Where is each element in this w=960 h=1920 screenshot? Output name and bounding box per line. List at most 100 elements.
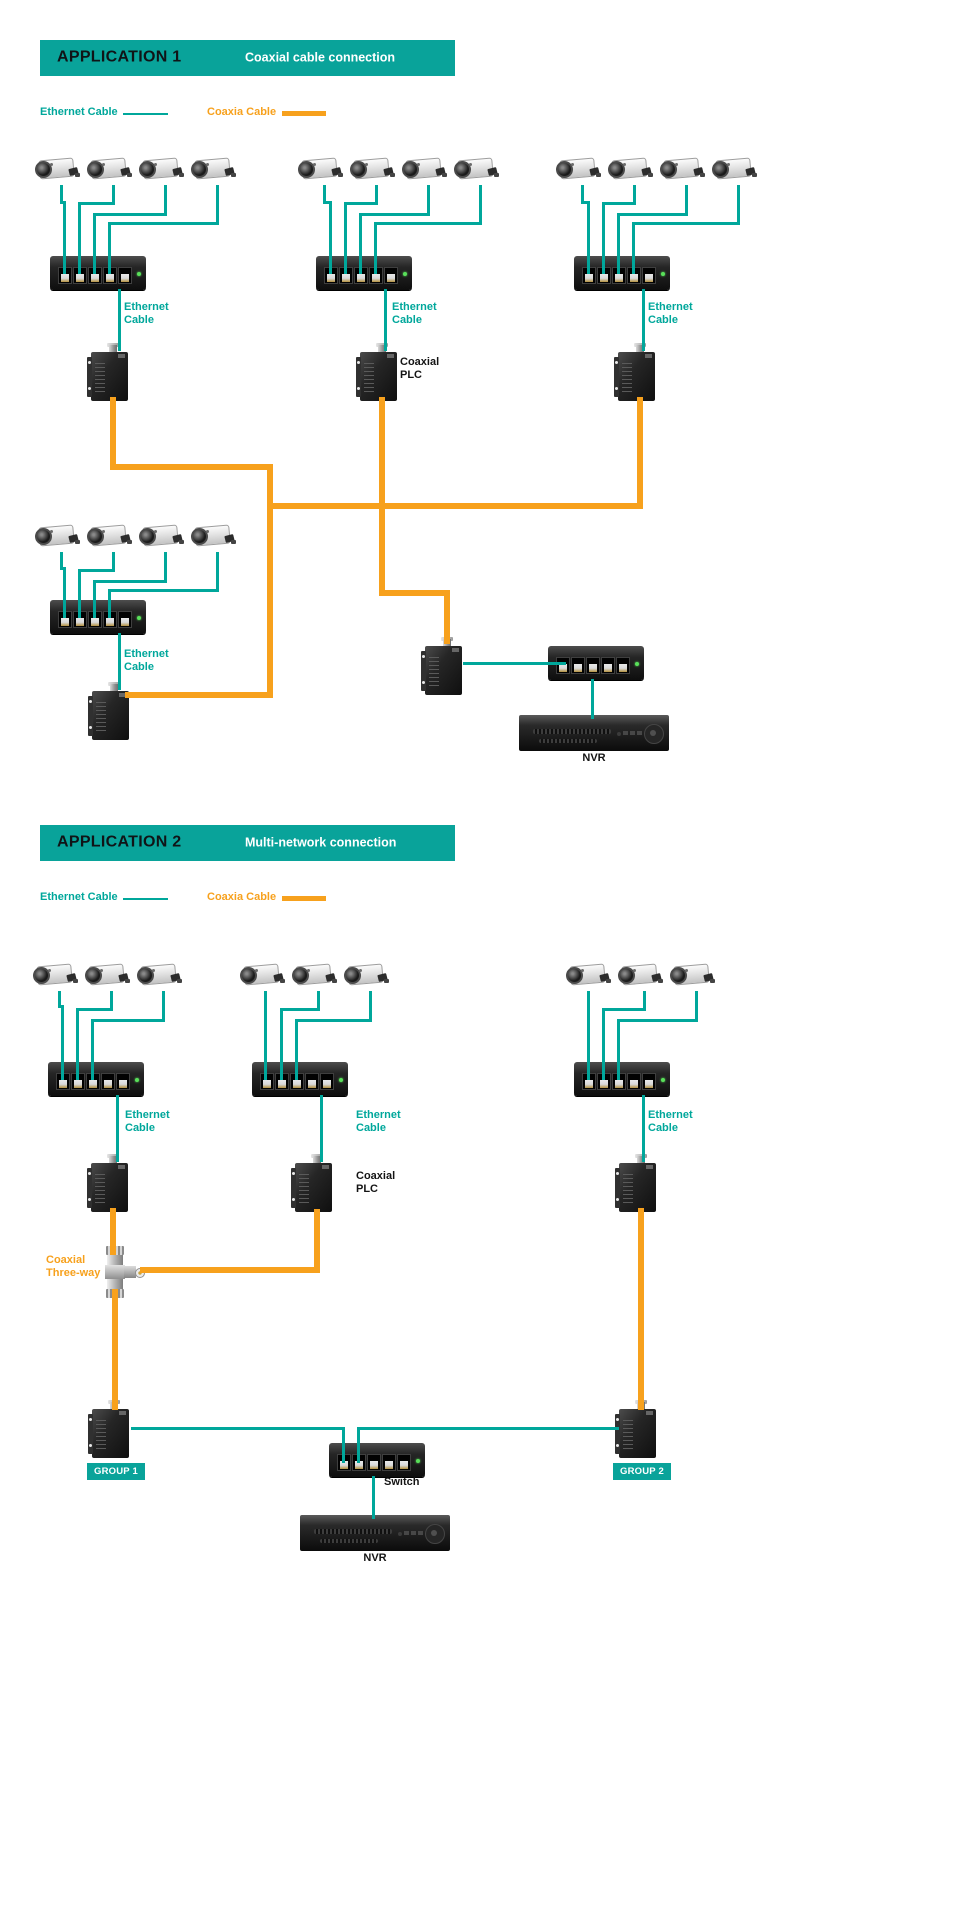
ethernet-cable-line bbox=[601, 1007, 646, 1011]
camera-ir-led bbox=[154, 163, 157, 166]
ir-receiver bbox=[617, 732, 621, 736]
rj45-port bbox=[387, 354, 394, 358]
rj45-contacts bbox=[385, 1461, 393, 1469]
vent-slots bbox=[429, 654, 439, 686]
camera-pigtail-connector bbox=[75, 173, 80, 177]
camera-pigtail-connector bbox=[280, 979, 285, 983]
front-button bbox=[404, 1531, 409, 1535]
camera-ir-led bbox=[50, 530, 53, 533]
rj45-port bbox=[601, 657, 615, 674]
ethernet-cable-line bbox=[586, 990, 590, 1080]
camera-ir-led bbox=[675, 163, 678, 166]
coaxial-cable-line bbox=[379, 590, 450, 596]
ethernet-cable-line bbox=[75, 1007, 113, 1011]
bracket-screw-hole bbox=[422, 655, 425, 658]
ethernet-cable-legend-line bbox=[123, 898, 168, 900]
bullet-camera bbox=[84, 958, 130, 992]
coaxial-cable-line bbox=[267, 464, 273, 698]
power-led bbox=[339, 1078, 343, 1082]
rj45-contacts bbox=[574, 664, 582, 672]
vent-slots bbox=[364, 360, 374, 392]
camera-pigtail-connector bbox=[658, 979, 663, 983]
ethernet-cable-line bbox=[163, 551, 167, 583]
bracket-screw-hole bbox=[616, 1444, 619, 1447]
camera-pigtail-connector bbox=[494, 173, 499, 177]
camera-pigtail-connector bbox=[442, 173, 447, 177]
ethernet-cable-line bbox=[601, 201, 605, 274]
bracket-screw-hole bbox=[616, 1418, 619, 1421]
ethernet-cable-line bbox=[279, 1007, 320, 1011]
ethernet-cable-line bbox=[426, 184, 430, 216]
ethernet-cable-line bbox=[130, 1426, 345, 1430]
camera-lens-icon bbox=[191, 528, 208, 545]
ethernet-cable-line bbox=[111, 184, 115, 205]
ethernet-cable-line bbox=[631, 221, 635, 274]
camera-lens-icon bbox=[298, 161, 315, 178]
camera-lens-icon bbox=[33, 967, 50, 984]
rj45-port bbox=[322, 1165, 329, 1169]
rj45-port bbox=[119, 693, 126, 697]
ethernet-cable-label-line: Cable bbox=[124, 661, 154, 673]
coaxial-plc-label-line: Coaxial bbox=[356, 1170, 396, 1182]
rj45-contacts bbox=[645, 1080, 653, 1088]
ethernet-cable-line bbox=[616, 1018, 620, 1080]
bullet-camera bbox=[343, 958, 389, 992]
application-1-title: APPLICATION 1 bbox=[57, 48, 182, 66]
bracket-screw-hole bbox=[615, 387, 618, 390]
ethernet-cable-line bbox=[316, 990, 320, 1011]
rj45-contacts bbox=[76, 618, 84, 626]
camera-pigtail-connector bbox=[390, 173, 395, 177]
camera-pigtail-connector bbox=[338, 173, 343, 177]
ethernet-cable-line bbox=[580, 184, 584, 204]
rj45-contacts bbox=[645, 274, 653, 282]
group2-badge-label: GROUP 2 bbox=[620, 1466, 664, 1477]
bullet-camera bbox=[138, 152, 184, 186]
tee-hub bbox=[105, 1265, 125, 1279]
rj45-port bbox=[305, 1073, 319, 1090]
camera-lens-icon bbox=[35, 161, 52, 178]
ethernet-cable-line bbox=[322, 184, 326, 204]
rj45-contacts bbox=[585, 1080, 593, 1088]
coaxial-threeway-label-line: Three-way bbox=[46, 1267, 101, 1279]
camera-ir-led bbox=[365, 163, 368, 166]
coaxial-threeway-label-line: Coaxial bbox=[46, 1254, 86, 1266]
vent-slots bbox=[95, 1171, 105, 1203]
nvr-label: NVR bbox=[355, 1552, 395, 1565]
rj45-contacts bbox=[387, 274, 395, 282]
vent-slots bbox=[623, 1171, 633, 1203]
camera-lens-icon bbox=[556, 161, 573, 178]
camera-ir-led bbox=[313, 163, 316, 166]
bracket-screw-hole bbox=[88, 1198, 91, 1201]
ethernet-cable-line bbox=[478, 184, 482, 225]
ethernet-switch bbox=[548, 646, 644, 680]
application-2-title: APPLICATION 2 bbox=[57, 833, 182, 851]
ethernet-switch bbox=[329, 1443, 425, 1477]
ethernet-cable-line bbox=[59, 551, 63, 570]
ethernet-cable-line bbox=[616, 212, 620, 274]
ethernet-cable-line bbox=[373, 221, 377, 274]
rj45-contacts bbox=[400, 1461, 408, 1469]
bnc-connector bbox=[110, 684, 118, 693]
ethernet-cable-line bbox=[161, 990, 165, 1022]
camera-lens-icon bbox=[87, 528, 104, 545]
vent-slots bbox=[539, 739, 597, 743]
bullet-camera bbox=[711, 152, 757, 186]
coaxial-plc-converter bbox=[87, 1154, 129, 1212]
rj45-port bbox=[646, 1411, 653, 1415]
mounting-bracket bbox=[356, 357, 361, 397]
bullet-camera bbox=[34, 152, 80, 186]
rj45-port bbox=[384, 267, 398, 284]
front-button bbox=[630, 731, 635, 735]
camera-ir-led bbox=[100, 969, 103, 972]
ethernet-cable-line bbox=[77, 568, 81, 618]
bullet-camera bbox=[32, 958, 78, 992]
nvr-recorder bbox=[300, 1515, 450, 1551]
coaxial-plc-converter bbox=[88, 682, 130, 740]
ethernet-cable-label-line: Cable bbox=[124, 314, 154, 326]
rj45-port bbox=[119, 1411, 126, 1415]
group2-badge: GROUP 2 bbox=[613, 1463, 671, 1480]
bullet-camera bbox=[34, 519, 80, 553]
rj45-port bbox=[397, 1454, 411, 1471]
